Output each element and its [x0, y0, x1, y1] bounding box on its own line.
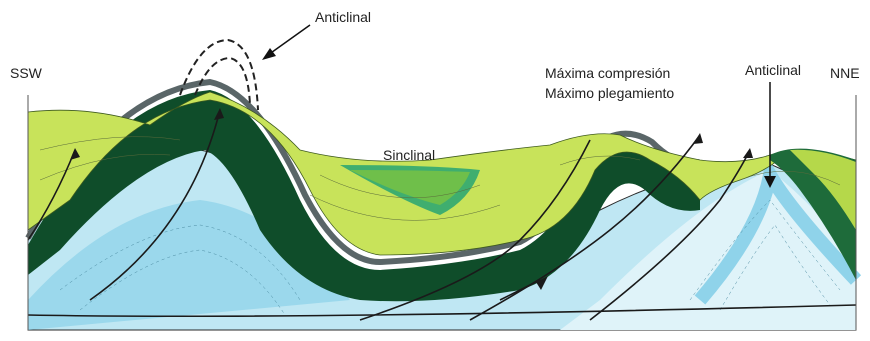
label-ssw: SSW: [10, 65, 43, 81]
label-anticline-right: Anticlinal: [745, 62, 801, 78]
label-compression-line1: Máxima compresión: [545, 65, 670, 81]
label-compression-line2: Máximo plegamiento: [545, 85, 674, 101]
label-anticline-top: Anticlinal: [315, 9, 371, 25]
label-syncline: Sinclinal: [383, 147, 435, 163]
label-nne: NNE: [830, 65, 860, 81]
arrow-icon: [262, 25, 310, 60]
